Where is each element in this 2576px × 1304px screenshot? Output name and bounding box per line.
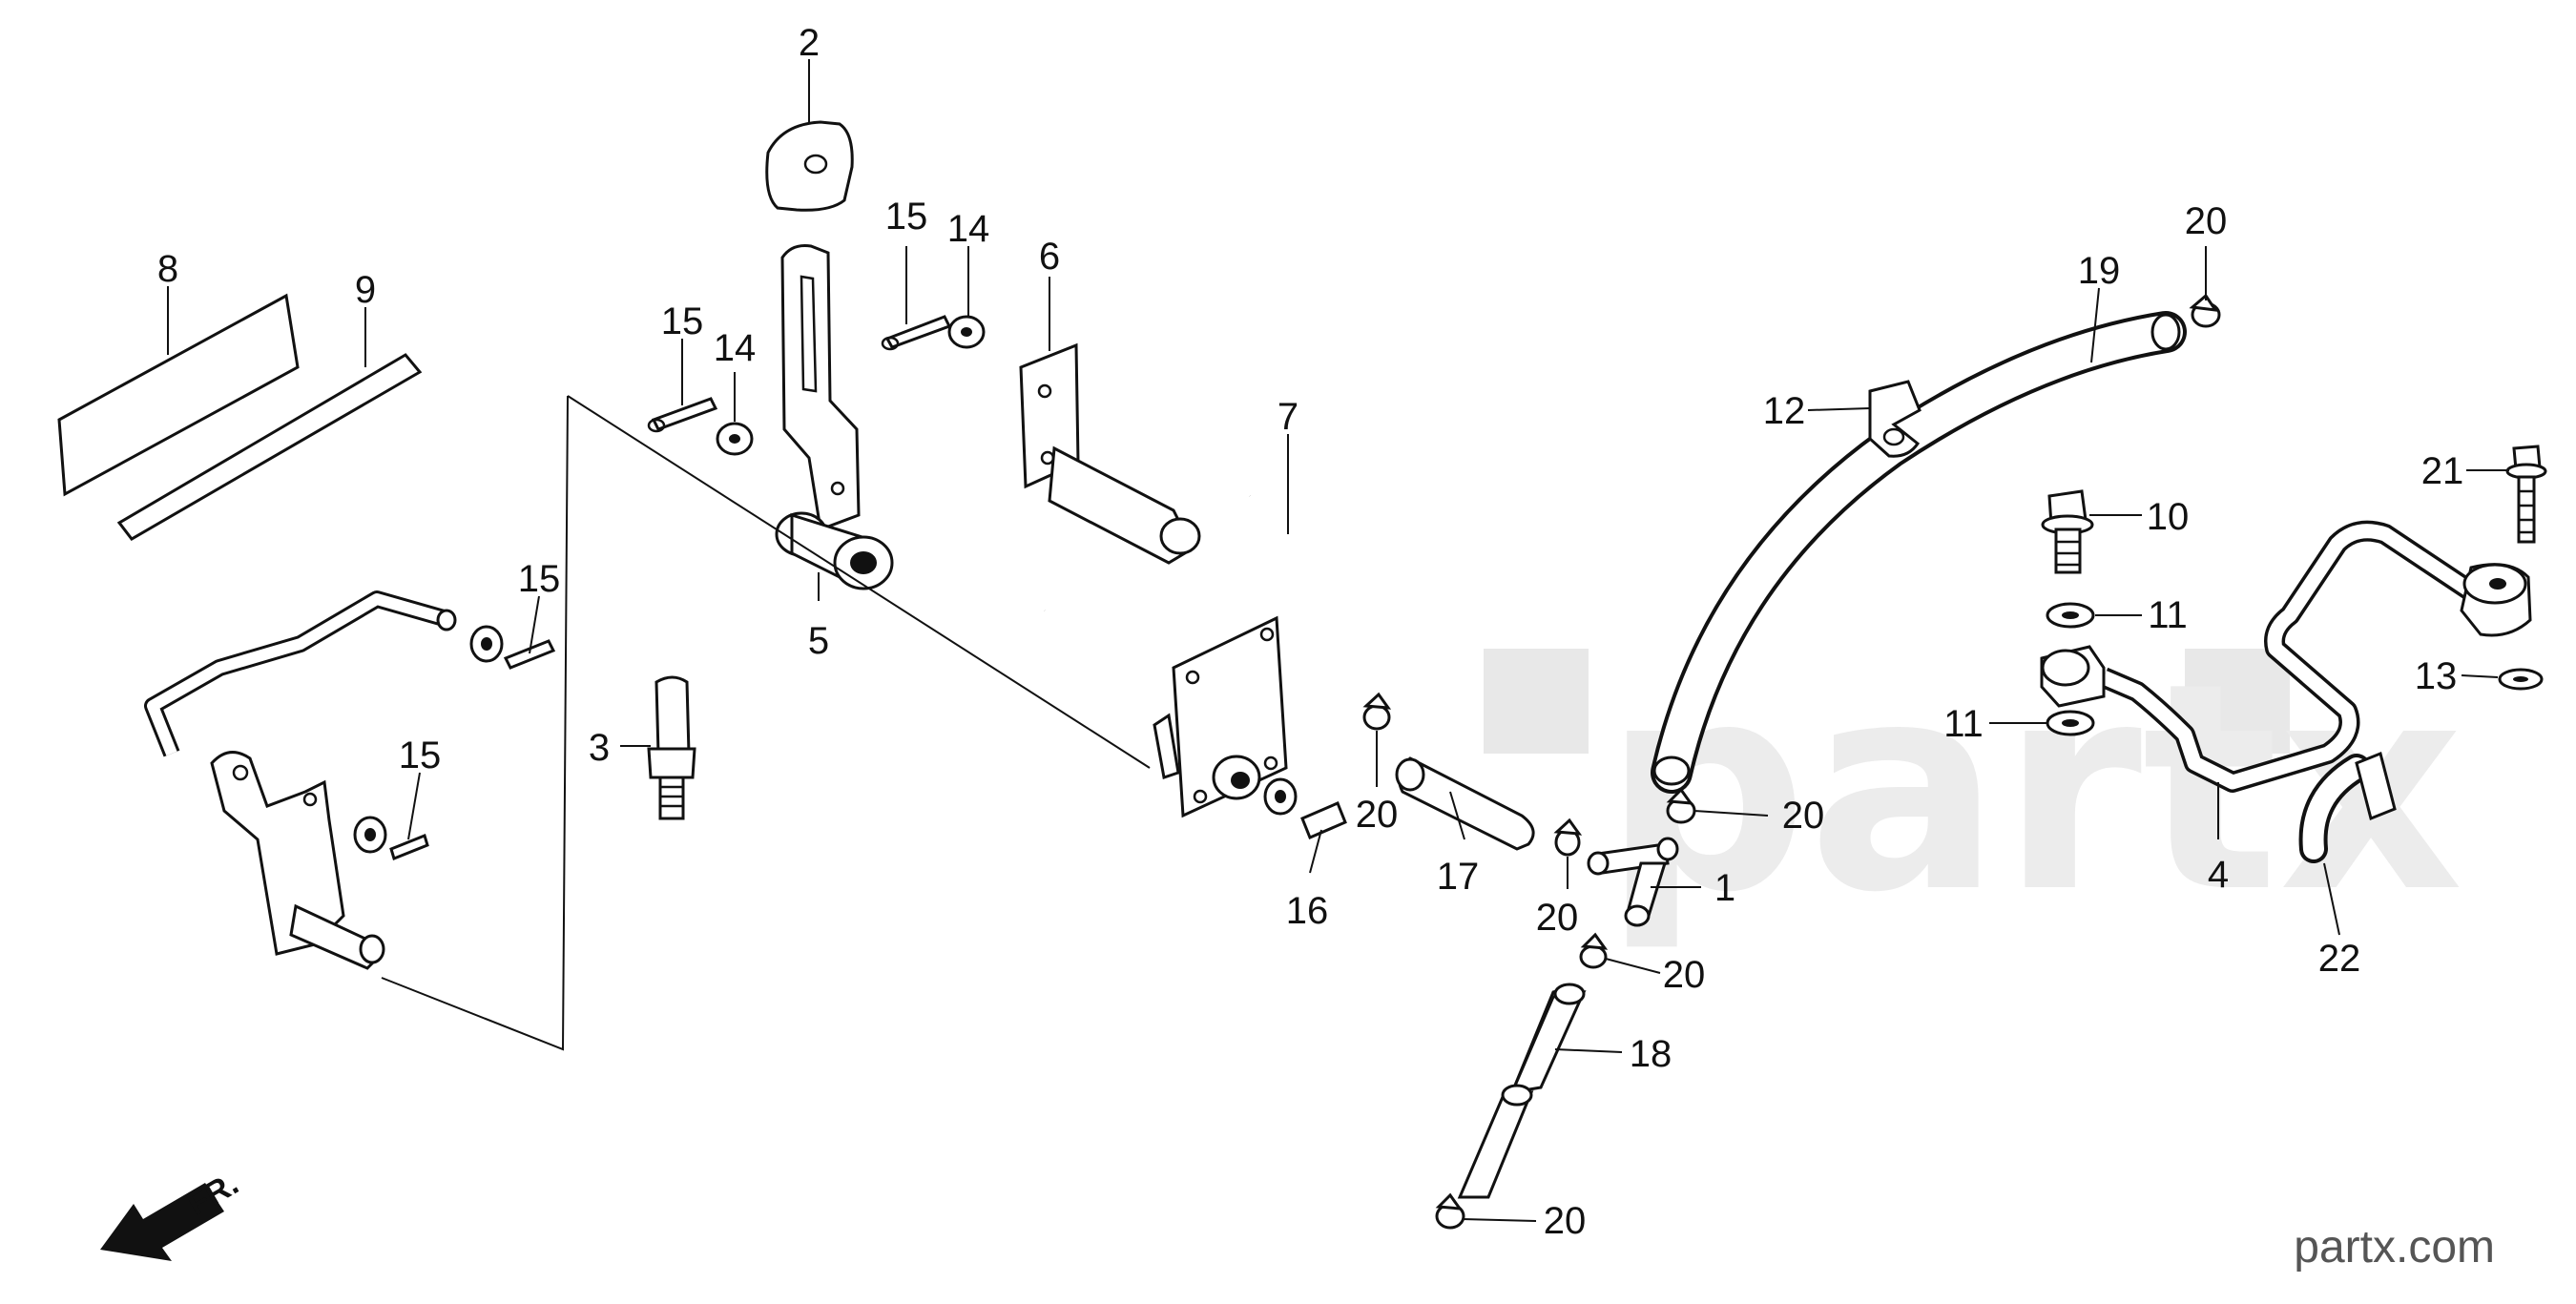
part-14-washer-left bbox=[716, 422, 754, 456]
washer-left-rod bbox=[469, 625, 504, 663]
part-11-washer-b bbox=[2046, 710, 2095, 736]
callout-2: 2 bbox=[799, 22, 820, 64]
callout-18: 18 bbox=[1630, 1033, 1672, 1075]
part-20-clamp-g bbox=[1435, 1192, 1465, 1230]
part-5-lever-arm bbox=[775, 244, 894, 590]
part-15-cotter-pin-top bbox=[881, 315, 952, 351]
callout-21: 21 bbox=[2421, 450, 2464, 492]
lower-left-bracket bbox=[210, 751, 429, 970]
callout-19: 19 bbox=[2078, 250, 2121, 292]
leader-lines bbox=[167, 59, 2509, 1222]
part-20-clamp-a bbox=[2189, 293, 2221, 328]
callout-11-a: 11 bbox=[2148, 594, 2188, 636]
callout-16: 16 bbox=[1286, 890, 1329, 932]
part-6-pivot-bracket bbox=[1019, 342, 1201, 565]
part-17-hose bbox=[1395, 756, 1535, 851]
left-linkage-rod bbox=[144, 590, 457, 757]
callout-20-d: 20 bbox=[1536, 897, 1579, 939]
part-2-rubber-pad bbox=[765, 120, 854, 212]
callout-14-left: 14 bbox=[714, 327, 757, 369]
washer-plate bbox=[1263, 777, 1298, 816]
part-22-band-clamp bbox=[2298, 751, 2397, 863]
callout-labels: 2 8 9 14 15 6 15 14 5 7 15 15 3 16 20 17… bbox=[157, 22, 2463, 1242]
callout-9: 9 bbox=[355, 269, 376, 311]
callout-11-b: 11 bbox=[1943, 703, 1984, 745]
part-10-flange-bolt bbox=[2041, 489, 2094, 574]
part-21-bolt bbox=[2505, 445, 2547, 544]
assembly-lines bbox=[381, 395, 1151, 1051]
callout-20-a: 20 bbox=[2185, 200, 2228, 242]
callout-14-top: 14 bbox=[947, 208, 990, 250]
part-13-washer bbox=[2498, 668, 2544, 691]
part-20-clamp-d bbox=[1553, 818, 1583, 857]
part-8-label-plate bbox=[57, 293, 300, 497]
front-direction-arrow: FR. bbox=[100, 1166, 244, 1261]
callout-15-upper-left: 15 bbox=[661, 300, 704, 342]
callout-15-left: 15 bbox=[518, 558, 561, 600]
callout-15-lower: 15 bbox=[399, 735, 442, 776]
callout-6: 6 bbox=[1039, 236, 1060, 278]
part-11-washer-a bbox=[2046, 602, 2095, 629]
callout-4: 4 bbox=[2208, 854, 2229, 896]
callout-20-g: 20 bbox=[1544, 1200, 1587, 1242]
part-4-fuel-pipe bbox=[2040, 520, 2532, 793]
part-1-t-fitting bbox=[1587, 837, 1679, 927]
part-20-clamp-b bbox=[1362, 692, 1392, 731]
callout-12: 12 bbox=[1763, 390, 1806, 432]
callout-3: 3 bbox=[589, 727, 610, 769]
callout-15-top: 15 bbox=[885, 196, 928, 238]
mounting-plate bbox=[1153, 615, 1288, 818]
callout-10: 10 bbox=[2147, 496, 2190, 538]
part-15-cotter-pin-left bbox=[503, 639, 556, 670]
part-12-hose-clip bbox=[1868, 380, 1922, 458]
callout-13: 13 bbox=[2415, 655, 2458, 697]
part-15-cotter-pin-upper-left bbox=[647, 397, 718, 433]
callout-1: 1 bbox=[1714, 867, 1735, 909]
callout-22: 22 bbox=[2318, 938, 2361, 980]
part-18-hose-lower bbox=[1457, 1084, 1534, 1199]
part-19-fuel-hose bbox=[1651, 311, 2187, 794]
callout-5: 5 bbox=[808, 620, 829, 662]
site-label: partx.com bbox=[2294, 1222, 2495, 1273]
part-20-clamp-e bbox=[1579, 932, 1609, 969]
callout-20-b: 20 bbox=[1356, 794, 1399, 836]
callout-17: 17 bbox=[1437, 856, 1480, 898]
part-16-spring-pin bbox=[1300, 801, 1347, 839]
callout-7: 7 bbox=[1278, 396, 1298, 438]
callout-8: 8 bbox=[157, 248, 178, 290]
part-14-washer-top bbox=[947, 315, 986, 349]
part-18-hose-upper bbox=[1509, 983, 1587, 1095]
part-9-strip bbox=[116, 353, 423, 541]
part-3-stud bbox=[647, 675, 696, 820]
callout-20-c: 20 bbox=[1782, 795, 1825, 837]
callout-20-e: 20 bbox=[1663, 954, 1706, 996]
